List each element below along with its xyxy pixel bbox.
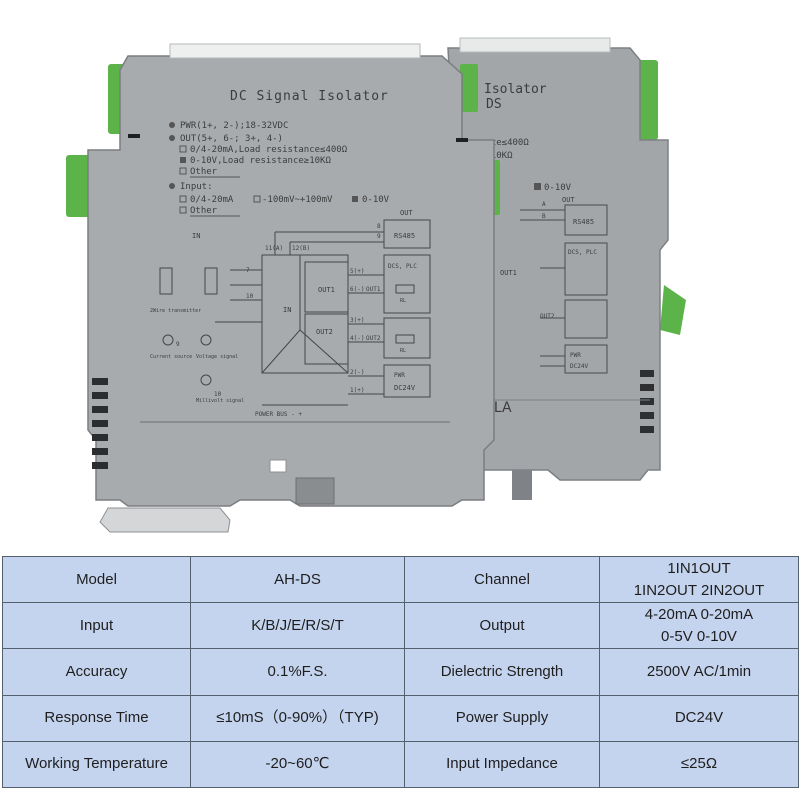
spec-value: DC24V <box>599 694 799 742</box>
spec-value-line: 1IN1OUT <box>667 559 731 577</box>
wiring-diagram <box>159 219 431 406</box>
spec-label: Channel <box>404 555 600 604</box>
isolator-illustration: Isolator DS ance≤400Ω e≥10KΩ 0-10V OUT R… <box>66 37 686 533</box>
term-9: 9 <box>377 233 381 240</box>
term-5: 5(+) <box>350 268 364 275</box>
back-a: A <box>542 201 546 208</box>
back-top-connector <box>636 60 658 140</box>
term-2: 2(-) <box>350 369 364 376</box>
back-checkbox <box>534 183 541 190</box>
input-other: Other <box>190 206 218 216</box>
term-4: 4(-) <box>350 335 364 342</box>
spec-table: Model AH-DS Channel 1IN1OUT 1IN2OUT 2IN2… <box>2 555 799 789</box>
diagram-out-label: OUT <box>400 209 413 217</box>
diagram-in-label: IN <box>192 232 200 240</box>
spec-label: Input <box>2 602 191 650</box>
in-term-10: 10 <box>246 293 254 300</box>
spec-label: Power Supply <box>404 694 600 742</box>
front-right-connector <box>460 64 478 112</box>
back-out-label: OUT <box>562 196 575 204</box>
table-row: Working Temperature -20~60℃ Input Impeda… <box>2 740 799 789</box>
spec-value: K/B/J/E/R/S/T <box>190 602 405 650</box>
spec-label: Working Temperature <box>2 740 191 789</box>
rl-2: RL <box>400 348 406 354</box>
back-model: DS <box>486 97 502 112</box>
term-6: 6(-) <box>350 286 364 293</box>
out2-side: OUT2 <box>366 335 381 342</box>
back-vents <box>640 370 654 433</box>
table-row: Input K/B/J/E/R/S/T Output 4-20mA 0-20mA… <box>2 602 799 650</box>
millivolt-signal-label: Millivolt signal <box>196 398 244 404</box>
back-pwr: PWR <box>570 352 581 359</box>
in-block: IN <box>283 306 291 314</box>
out-option-2: 0-10V,Load resistance≥10KΩ <box>190 156 331 166</box>
out1-side: OUT1 <box>366 286 381 293</box>
back-title: Isolator <box>484 82 547 97</box>
back-load-1: ance≤400Ω <box>480 138 529 148</box>
product-photo: Isolator DS ance≤400Ω e≥10KΩ 0-10V OUT R… <box>66 37 686 533</box>
input-option-3: 0-10V <box>362 195 390 205</box>
pwr-label: PWR <box>394 372 405 379</box>
out-line: OUT(5+, 6-; 3+, 4-) <box>180 134 283 144</box>
front-vents <box>92 378 108 469</box>
rl-1: RL <box>400 298 406 304</box>
current-source-label: Current source <box>150 354 192 360</box>
input-option-1: 0/4-20mA <box>190 195 234 205</box>
term-8: 8 <box>377 223 381 230</box>
back-unit: Isolator DS ance≤400Ω e≥10KΩ 0-10V OUT R… <box>447 37 686 500</box>
spec-value-line: 1IN2OUT 2IN2OUT <box>633 581 765 599</box>
front-title: DC Signal Isolator <box>230 89 389 104</box>
spec-value: ≤10mS（0-90%）（TYP) <box>190 694 405 742</box>
spec-value: 2500V AC/1min <box>599 648 799 696</box>
spec-label: Dielectric Strength <box>404 648 600 696</box>
in-term-9: 9 <box>176 341 180 348</box>
back-dcs: DCS, PLC <box>568 249 597 256</box>
spec-value: AH-DS <box>190 555 405 604</box>
back-in3: 0-10V <box>544 183 572 193</box>
front-unit: DC Signal Isolator PWR(1+, 2-);18-32VDC … <box>66 43 500 533</box>
table-row: Model AH-DS Channel 1IN1OUT 1IN2OUT 2IN2… <box>2 555 799 604</box>
table-row: Accuracy 0.1%F.S. Dielectric Strength 25… <box>2 648 799 696</box>
back-side-connector <box>660 285 686 335</box>
two-wire-label: 2Wire transmitter <box>150 308 201 314</box>
term-b: 12(B) <box>292 245 310 252</box>
rs485-label: RS485 <box>394 232 415 240</box>
dcs-label: DCS, PLC <box>388 263 417 270</box>
spec-value-line: 4-20mA 0-20mA <box>644 605 754 623</box>
back-rs485: RS485 <box>573 218 594 226</box>
spec-label: Output <box>404 602 600 650</box>
input-line: Input: <box>180 182 213 192</box>
pwr-line: PWR(1+, 2-);18-32VDC <box>180 121 288 131</box>
voltage-signal-label: Voltage signal <box>196 354 238 360</box>
term-3: 3(+) <box>350 317 364 324</box>
dc24-label: DC24V <box>394 384 416 392</box>
back-load-2: e≥10KΩ <box>480 151 513 161</box>
spec-label: Accuracy <box>2 648 191 696</box>
back-b: B <box>542 213 546 220</box>
out-option-3: Other <box>190 167 218 177</box>
power-bus-label: POWER BUS - + <box>255 411 302 418</box>
input-option-2: -100mV~+100mV <box>262 195 333 205</box>
spec-value: 0.1%F.S. <box>190 648 405 696</box>
out1-block: OUT1 <box>318 286 335 294</box>
spec-value-line: 0-5V 0-10V <box>661 627 737 645</box>
table-row: Response Time ≤10mS（0-90%）（TYP) Power Su… <box>2 694 799 742</box>
term-a: 11(A) <box>265 245 283 252</box>
spec-value: ≤25Ω <box>599 740 799 789</box>
back-dc24: DC24V <box>570 363 588 370</box>
term-1: 1(+) <box>350 387 364 394</box>
spec-value: 4-20mA 0-20mA 0-5V 0-10V <box>599 602 799 650</box>
in-term-10b: 10 <box>214 391 222 398</box>
out2-block: OUT2 <box>316 328 333 336</box>
back-out1-block: OUT1 <box>500 269 517 277</box>
spec-value: -20~60℃ <box>190 740 405 789</box>
in-term-7: 7 <box>246 267 250 274</box>
back-out2-side: OUT2 <box>540 313 555 320</box>
spec-label: Model <box>2 555 191 604</box>
din-clip-front <box>99 507 231 533</box>
out-option-1: 0/4-20mA,Load resistance≤400Ω <box>190 145 348 155</box>
spec-label: Response Time <box>2 694 191 742</box>
spec-value: 1IN1OUT 1IN2OUT 2IN2OUT <box>599 555 799 604</box>
spec-label: Input Impedance <box>404 740 600 789</box>
